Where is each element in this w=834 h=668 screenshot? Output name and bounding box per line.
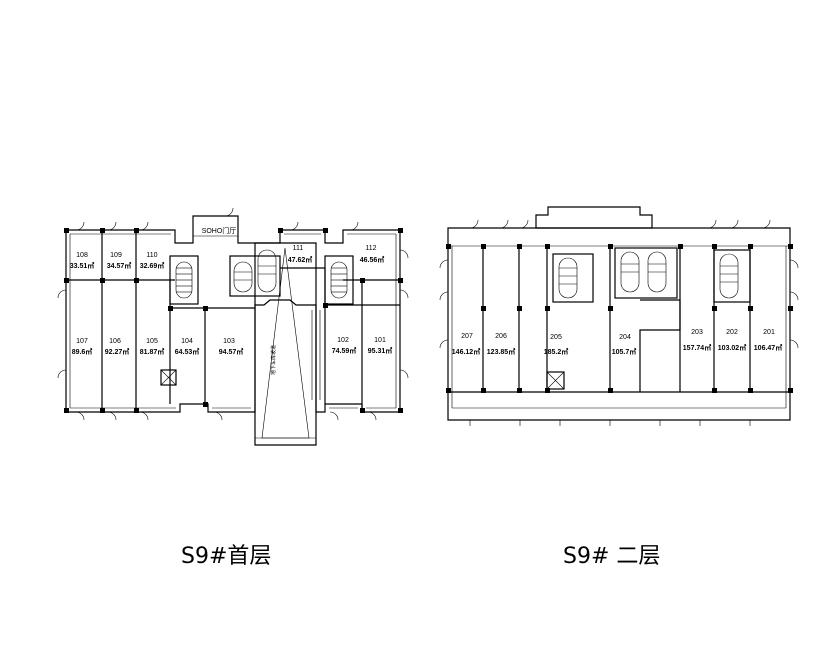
unit-area: 94.57㎡	[219, 347, 244, 356]
unit-area: 33.51㎡	[70, 261, 95, 270]
unit-number: 204	[619, 334, 631, 341]
second-floor-caption: S9# 二层	[563, 544, 661, 569]
soho-lobby-label: SOHO门厅	[202, 226, 237, 235]
unit-area: 105.7㎡	[612, 347, 637, 356]
unit-area: 146.12㎡	[452, 347, 480, 356]
ground-floor-plan: SOHO门厅 地下车库坡道 108 33.51㎡ 109 34.57㎡ 110 …	[57, 207, 409, 446]
unit-area: 89.6㎡	[72, 347, 93, 356]
second-floor-plan: 207 146.12㎡ 206 123.85㎡ 205 185.2㎡ 204 1…	[439, 206, 799, 426]
unit-area: 95.31㎡	[368, 346, 393, 355]
unit-number: 103	[223, 338, 235, 345]
unit-area: 47.62㎡	[288, 255, 313, 264]
unit-area: 32.69㎡	[140, 261, 165, 270]
unit-number: 104	[181, 338, 193, 345]
unit-area: 185.2㎡	[544, 347, 569, 356]
unit-area: 106.47㎡	[754, 343, 782, 352]
unit-number: 201	[763, 329, 775, 336]
unit-number: 110	[146, 252, 157, 259]
unit-number: 205	[550, 334, 562, 341]
unit-number: 106	[109, 338, 121, 345]
unit-number: 111	[293, 245, 304, 252]
unit-area: 64.53㎡	[175, 347, 200, 356]
unit-number: 207	[461, 333, 473, 340]
unit-number: 202	[726, 329, 738, 336]
unit-area: 46.56㎡	[360, 255, 385, 264]
unit-area: 34.57㎡	[107, 261, 132, 270]
unit-area: 123.85㎡	[487, 347, 515, 356]
unit-number: 108	[76, 252, 88, 259]
unit-area: 81.87㎡	[140, 347, 165, 356]
unit-number: 101	[374, 337, 386, 344]
unit-area: 103.02㎡	[718, 343, 746, 352]
unit-area: 157.74㎡	[683, 343, 711, 352]
unit-number: 109	[110, 252, 122, 259]
unit-area: 74.59㎡	[332, 346, 357, 355]
unit-number: 105	[146, 338, 158, 345]
garage-ramp-label: 地下车库坡道	[270, 345, 277, 375]
unit-number: 203	[691, 329, 703, 336]
unit-area: 92.27㎡	[105, 347, 130, 356]
unit-number: 112	[365, 245, 376, 252]
ground-floor-caption: S9#首层	[181, 544, 272, 569]
unit-number: 206	[495, 333, 507, 340]
unit-number: 102	[337, 337, 349, 344]
unit-number: 107	[76, 338, 88, 345]
